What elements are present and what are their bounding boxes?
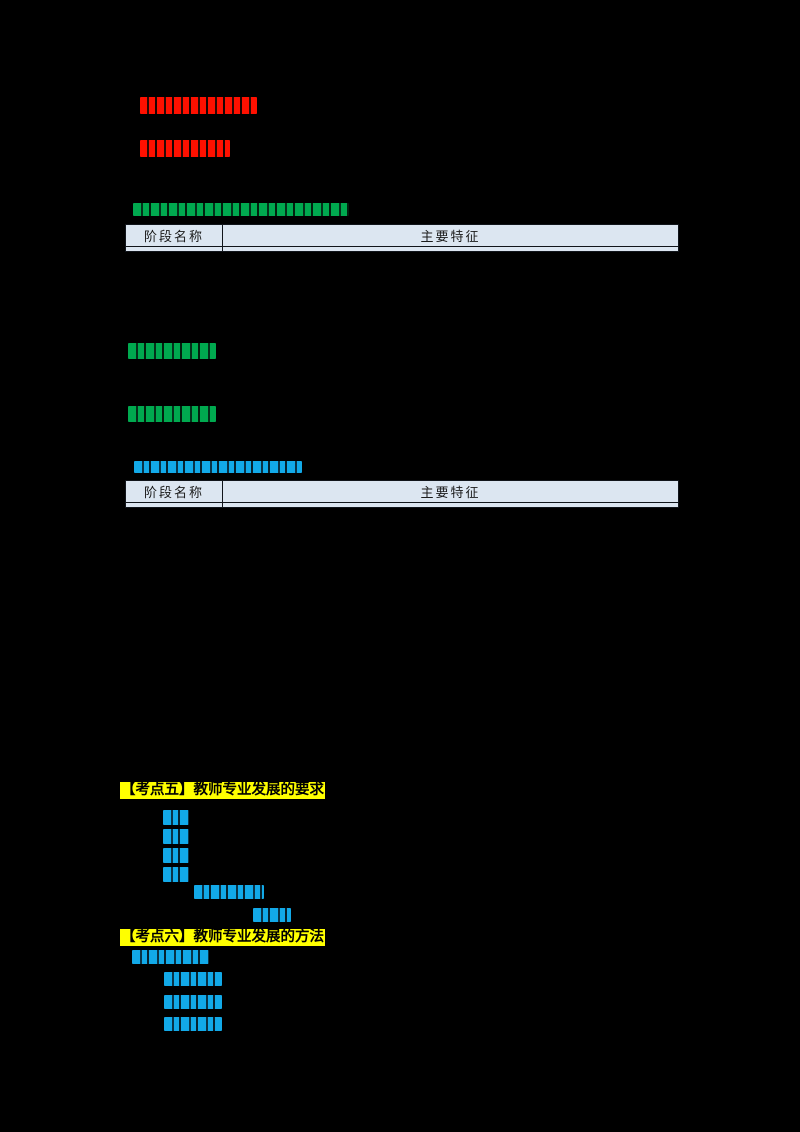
table-row: 阶段名称 主要特征 — [125, 480, 679, 503]
list-item — [164, 1017, 222, 1031]
list-item — [163, 867, 189, 882]
table-row — [125, 246, 679, 252]
list-item — [163, 829, 189, 844]
redacted-text-red-2 — [140, 140, 230, 157]
table-cell-empty — [222, 502, 679, 508]
table-header-stage-name: 阶段名称 — [125, 224, 223, 247]
redacted-text-red-1 — [140, 97, 257, 114]
redacted-text-green-2 — [128, 343, 216, 359]
table-header-main-features: 主要特征 — [222, 480, 679, 503]
list-item — [163, 810, 189, 825]
table-cell-empty — [222, 246, 679, 252]
table-row: 阶段名称 主要特征 — [125, 224, 679, 247]
redacted-text-cyan-1 — [134, 461, 302, 473]
table-cell-empty — [125, 246, 223, 252]
list-item — [253, 908, 291, 922]
list-item — [163, 848, 189, 863]
list-item — [164, 972, 222, 986]
list-item — [194, 885, 264, 899]
heading-kaodian-5: 【考点五】教师专业发展的要求 — [120, 782, 325, 799]
table-header-main-features: 主要特征 — [222, 224, 679, 247]
table-row — [125, 502, 679, 508]
stage-table-1: 阶段名称 主要特征 — [125, 224, 679, 252]
table-header-stage-name: 阶段名称 — [125, 480, 223, 503]
redacted-text-green-1 — [133, 203, 349, 216]
list-item — [132, 950, 209, 964]
heading-kaodian-6: 【考点六】教师专业发展的方法 — [120, 929, 325, 946]
table-cell-empty — [125, 502, 223, 508]
list-item — [164, 995, 222, 1009]
redacted-text-green-3 — [128, 406, 216, 422]
stage-table-2: 阶段名称 主要特征 — [125, 480, 679, 508]
